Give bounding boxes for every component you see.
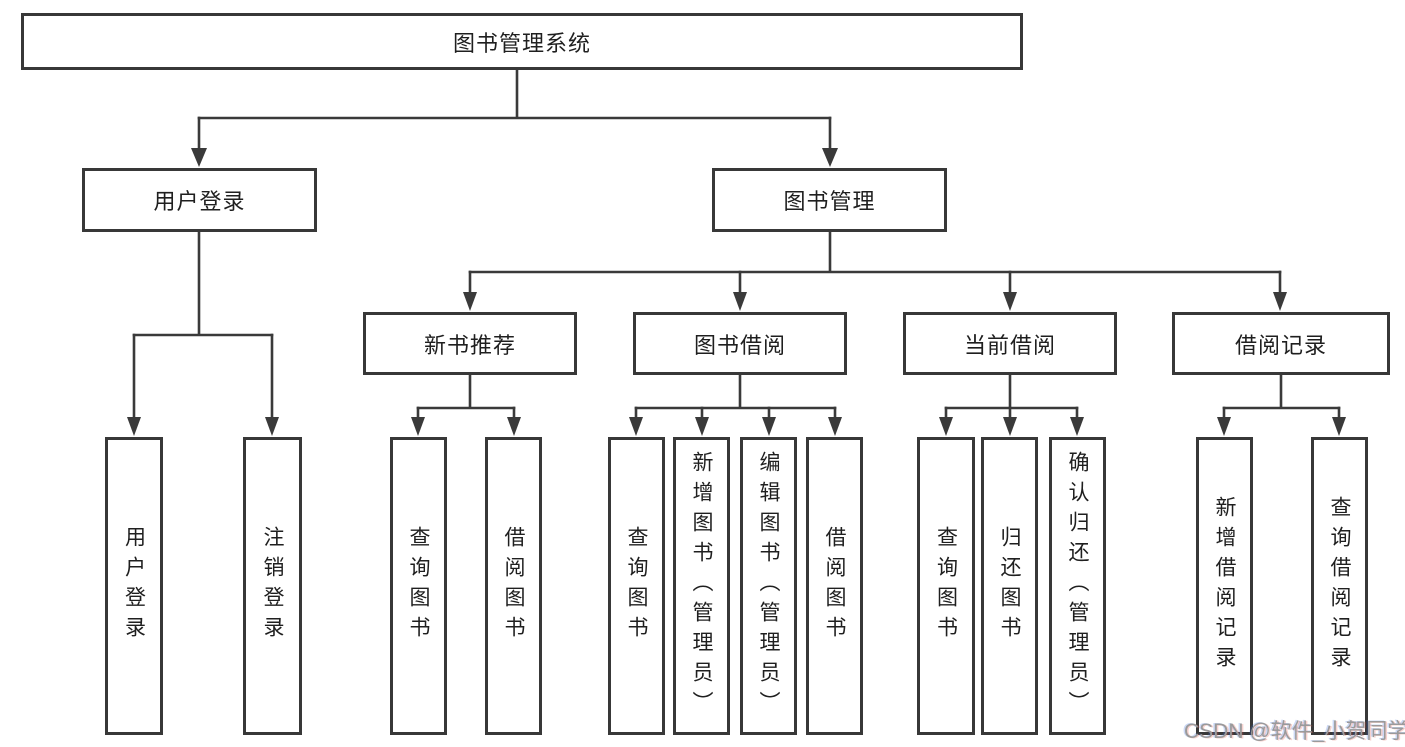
leaf-query-book-recommend: 查询图书 — [390, 437, 447, 735]
leaf-query-borrow-record: 查询借阅记录 — [1311, 437, 1368, 735]
node-label: 借阅图书 — [823, 526, 846, 646]
leaf-add-book-admin: 新增图书（管理员） — [673, 437, 730, 735]
node-label: 查询图书 — [625, 526, 648, 646]
leaf-confirm-return-admin: 确认归还（管理员） — [1049, 437, 1106, 735]
csdn-watermark: CSDN @软件_小贺同学 — [1184, 720, 1405, 743]
leaf-user-login: 用户登录 — [105, 437, 163, 735]
node-book-management: 图书管理 — [712, 168, 947, 232]
arrow-icon-group-level2 — [191, 116, 838, 167]
leaf-return-book: 归还图书 — [981, 437, 1038, 735]
node-label: 用户登录 — [122, 526, 146, 646]
node-label: 查询图书 — [934, 526, 958, 646]
node-label: 图书借阅 — [693, 332, 786, 358]
arrow-icon-group-level3 — [463, 270, 1287, 311]
node-label: 新书推荐 — [423, 332, 516, 358]
leaf-edit-book-admin: 编辑图书（管理员） — [740, 437, 797, 735]
node-label: 查询借阅记录 — [1328, 496, 1351, 676]
leaf-query-book-current: 查询图书 — [917, 437, 975, 735]
node-library-management-system: 图书管理系统 — [21, 13, 1023, 70]
node-label: 注销登录 — [261, 526, 284, 646]
node-label: 借阅记录 — [1234, 332, 1327, 358]
arrow-icon-group-leaves — [127, 333, 1346, 436]
node-new-book-recommend: 新书推荐 — [363, 312, 577, 375]
node-label: 新增借阅记录 — [1213, 496, 1236, 676]
node-book-borrow: 图书借阅 — [633, 312, 847, 375]
node-label: 归还图书 — [998, 526, 1021, 646]
leaf-borrow-book: 借阅图书 — [806, 437, 863, 735]
node-label: 查询图书 — [407, 526, 430, 646]
node-label: 当前借阅 — [963, 332, 1056, 358]
node-label: 图书管理系统 — [452, 30, 591, 56]
node-label: 确认归还（管理员） — [1066, 451, 1089, 721]
leaf-logout-login: 注销登录 — [243, 437, 302, 735]
node-current-borrow: 当前借阅 — [903, 312, 1117, 375]
node-label: 借阅图书 — [502, 526, 525, 646]
node-borrow-record: 借阅记录 — [1172, 312, 1390, 375]
node-user-login: 用户登录 — [82, 168, 317, 232]
node-label: 编辑图书（管理员） — [757, 451, 780, 721]
node-label: 图书管理 — [783, 189, 876, 214]
leaf-add-borrow-record: 新增借阅记录 — [1196, 437, 1253, 735]
leaf-query-book-borrow: 查询图书 — [608, 437, 665, 735]
node-label: 用户登录 — [153, 189, 246, 214]
node-label: 新增图书（管理员） — [690, 451, 713, 721]
leaf-borrow-book-recommend: 借阅图书 — [485, 437, 542, 735]
connector-rails — [132, 68, 1341, 410]
